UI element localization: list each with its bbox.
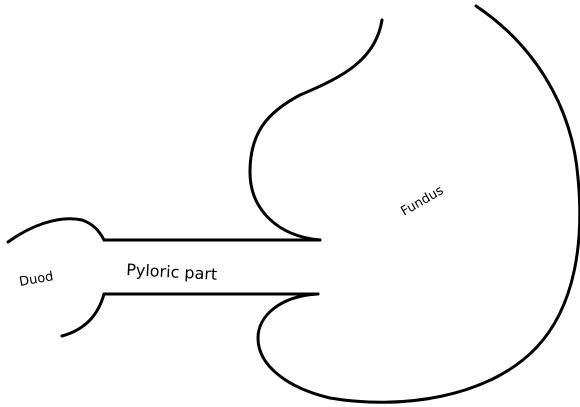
label-fundus: Fundus: [399, 183, 447, 219]
stomach-upper-curvature: [250, 20, 382, 240]
label-duodenum: Duod: [18, 269, 55, 290]
duodenum-lower-outline: [62, 294, 104, 336]
duodenum-upper-outline: [8, 219, 104, 242]
label-pyloric-part: Pyloric part: [126, 260, 218, 284]
